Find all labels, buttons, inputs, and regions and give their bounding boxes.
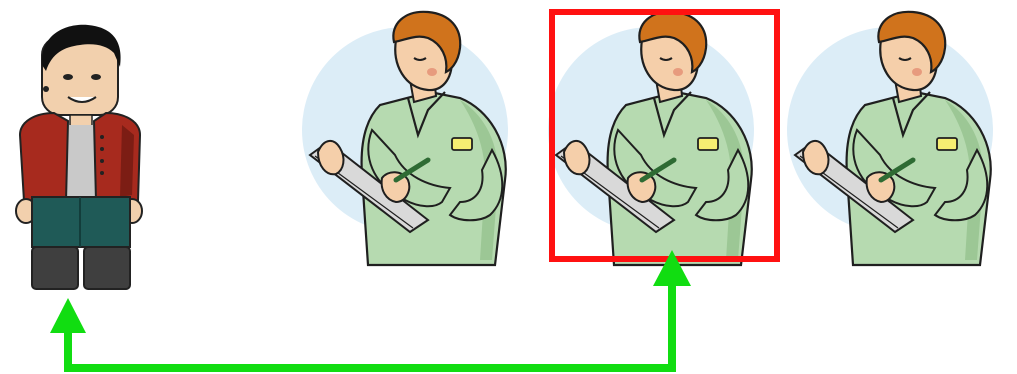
customer-figure	[16, 25, 142, 289]
arrowhead-up-left-icon	[50, 298, 86, 333]
waiter-2	[548, 12, 754, 265]
connector-arrow	[50, 250, 691, 368]
waiter-1	[302, 12, 508, 265]
waiter-3	[787, 12, 993, 265]
